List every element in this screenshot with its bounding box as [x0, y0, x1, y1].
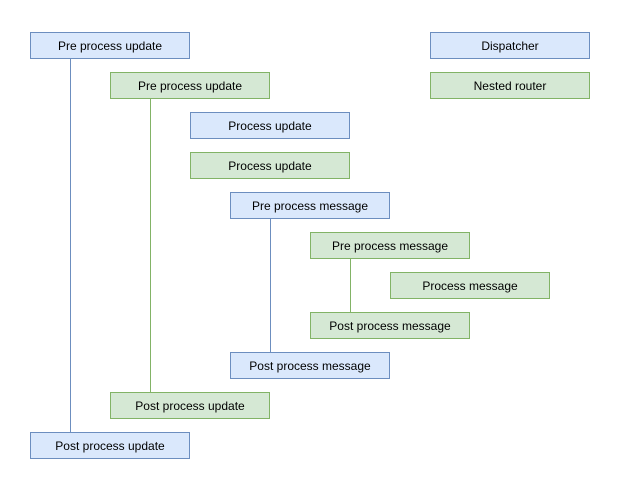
box-process-update-router-label: Process update: [228, 158, 312, 173]
box-post-process-update-dispatcher: Post process update: [30, 432, 190, 459]
box-dispatcher: Dispatcher: [430, 32, 590, 59]
box-process-update-dispatcher-label: Process update: [228, 118, 312, 133]
box-post-process-message-router: Post process message: [310, 312, 470, 339]
box-post-process-message-router-label: Post process message: [329, 318, 451, 333]
box-post-process-update-router: Post process update: [110, 392, 270, 419]
box-process-update-dispatcher: Process update: [190, 112, 350, 139]
box-nested-router-label: Nested router: [473, 78, 547, 93]
lifeline-message-dispatcher: [270, 219, 271, 352]
lifeline-message-router: [350, 259, 351, 312]
box-post-process-update-router-label: Post process update: [135, 398, 245, 413]
box-pre-process-update-dispatcher: Pre process update: [30, 32, 190, 59]
box-process-message: Process message: [390, 272, 550, 299]
box-nested-router: Nested router: [430, 72, 590, 99]
box-dispatcher-label: Dispatcher: [481, 38, 539, 53]
box-pre-process-message-router-label: Pre process message: [331, 238, 449, 253]
box-pre-process-update-dispatcher-label: Pre process update: [57, 38, 163, 53]
box-pre-process-message-dispatcher-label: Pre process message: [251, 198, 369, 213]
lifeline-update-router: [150, 99, 151, 392]
lifeline-update-dispatcher: [70, 59, 71, 432]
box-pre-process-update-router-label: Pre process update: [137, 78, 243, 93]
box-post-process-message-dispatcher: Post process message: [230, 352, 390, 379]
box-post-process-update-dispatcher-label: Post process update: [55, 438, 165, 453]
box-process-message-label: Process message: [422, 278, 518, 293]
box-pre-process-update-router: Pre process update: [110, 72, 270, 99]
box-post-process-message-dispatcher-label: Post process message: [249, 358, 371, 373]
box-process-update-router: Process update: [190, 152, 350, 179]
box-pre-process-message-dispatcher: Pre process message: [230, 192, 390, 219]
box-pre-process-message-router: Pre process message: [310, 232, 470, 259]
